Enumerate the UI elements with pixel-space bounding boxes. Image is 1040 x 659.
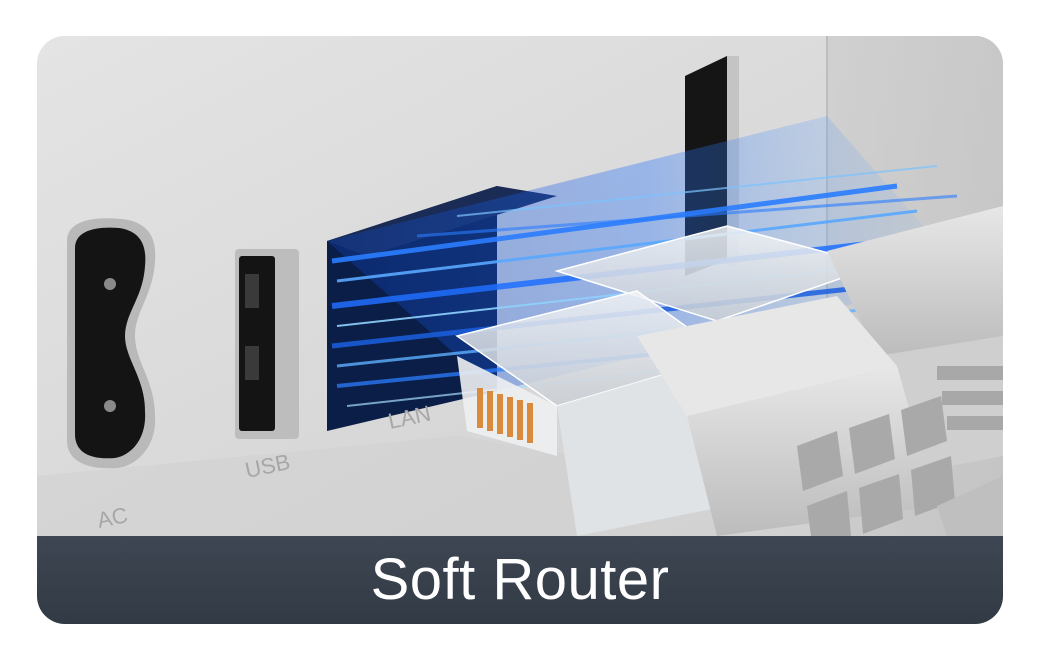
ac-socket (67, 218, 156, 469)
ac-label: AC (95, 502, 130, 533)
product-image-card: AC USB LAN Soft Router (37, 36, 1003, 624)
ethernet-cable-front (455, 290, 1003, 536)
caption-bar: Soft Router (37, 536, 1003, 624)
caption-title: Soft Router (370, 547, 670, 612)
usb-port (235, 249, 299, 439)
router-port-illustration: AC USB LAN (37, 36, 1003, 536)
